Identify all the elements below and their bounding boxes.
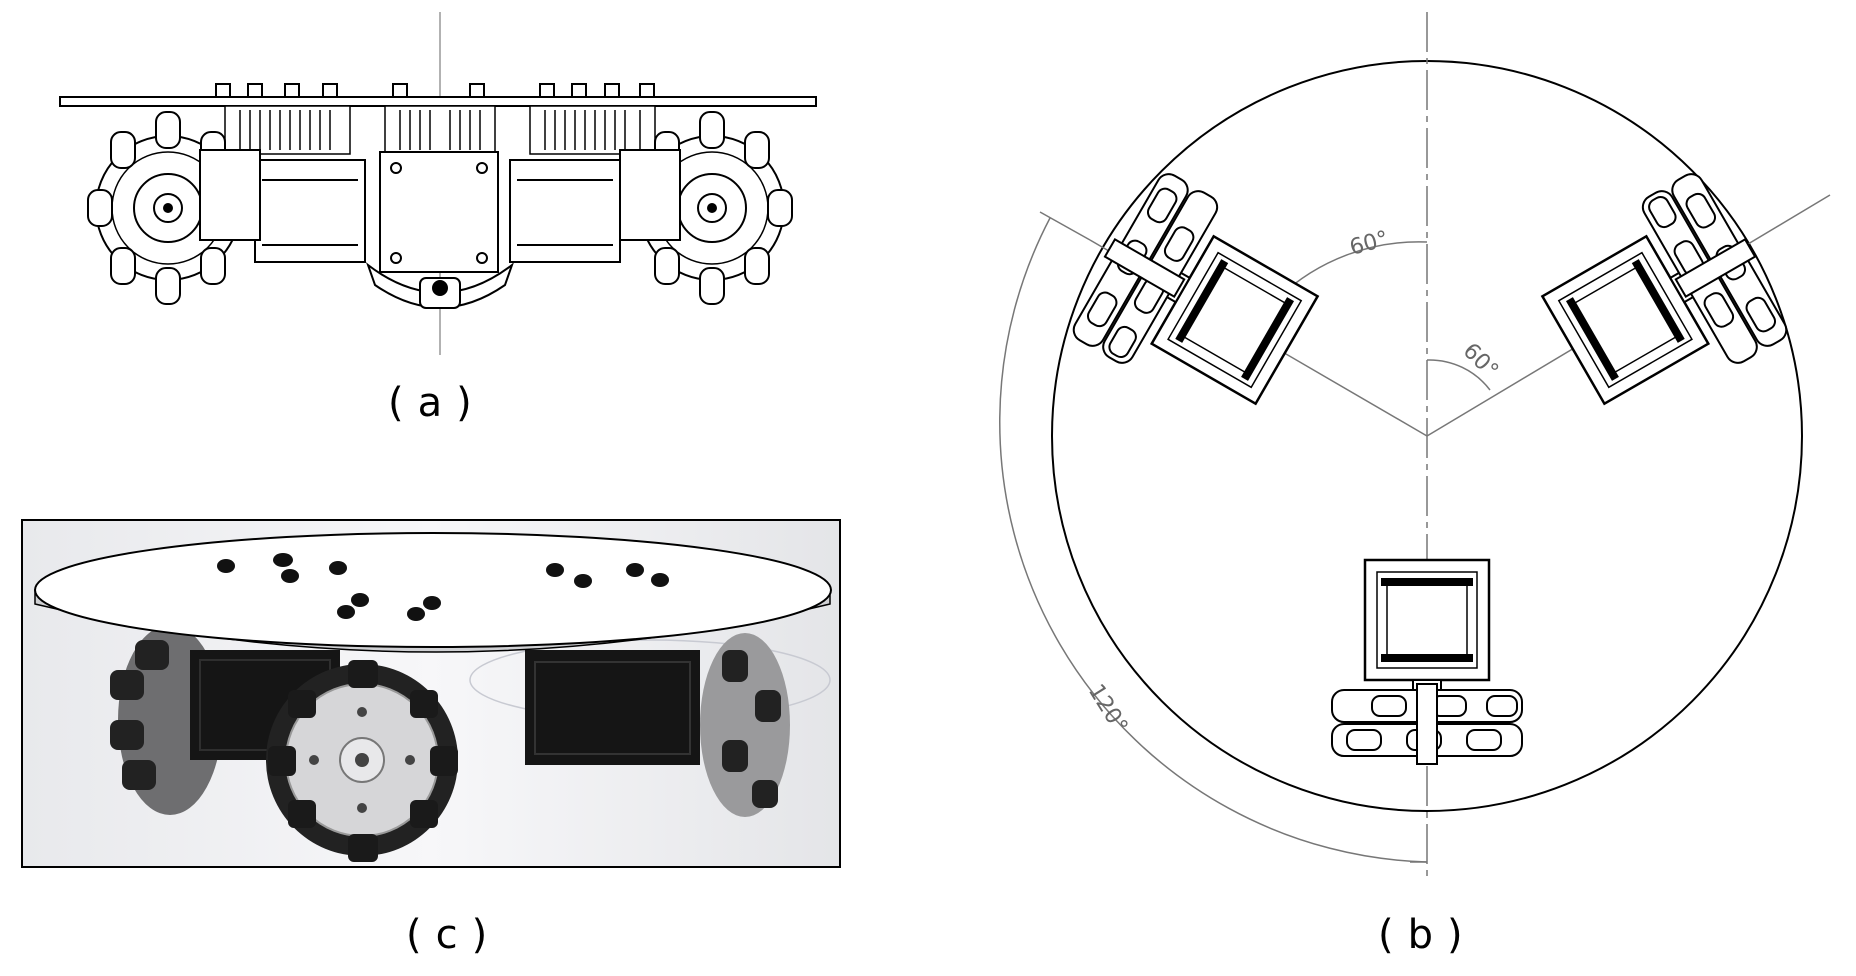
left-omni-wheel xyxy=(87,111,261,305)
panel-a-front-view xyxy=(59,12,817,355)
caption-panel-b: (b) xyxy=(1378,912,1477,958)
caption-panel-a: (a) xyxy=(388,380,486,426)
right-omni-wheel xyxy=(619,111,793,305)
plate-bolts xyxy=(215,83,655,98)
render-wheel-front xyxy=(266,660,458,862)
angle-arc-right xyxy=(1426,359,1491,391)
front-wheel xyxy=(365,262,515,309)
render-wheel-right xyxy=(700,633,790,817)
angle-arc-outer xyxy=(999,217,1428,863)
motors xyxy=(254,151,621,273)
top-plate xyxy=(59,96,817,107)
panel-c-render-view xyxy=(21,519,841,868)
motor-mounts xyxy=(224,105,656,155)
caption-panel-c: (c) xyxy=(406,912,502,958)
panel-b-top-view: 60° 60° 120° xyxy=(999,12,1831,876)
render-motor-right xyxy=(525,650,700,765)
render-top-plate xyxy=(34,532,832,653)
angle-label-outer: 120° xyxy=(1083,680,1132,738)
